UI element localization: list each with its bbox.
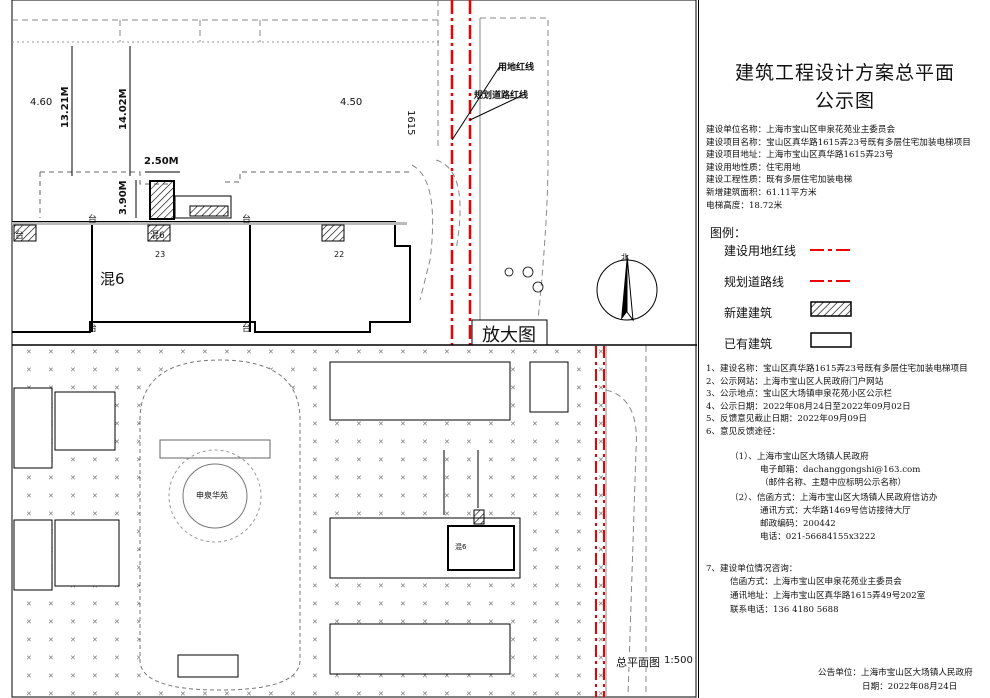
building-23: 23	[155, 250, 166, 259]
panel-title: 建筑工程设计方案总平面	[734, 62, 955, 84]
project-info: 建设单位名称：上海市宝山区申泉花苑业主委员会 建设项目名称：宝山区真华路1615…	[706, 124, 971, 212]
info-line: 电梯高度：18.72米	[706, 200, 783, 211]
tai-label-left: 台	[15, 231, 25, 241]
publish-date: 日期：2022年08月24日	[862, 682, 958, 692]
legend-label-red-line: 建设用地红线	[724, 244, 797, 258]
zoom-view	[12, 0, 697, 346]
elevation-left: 4.60	[30, 97, 53, 108]
panel-subtitle: 公示图	[814, 90, 875, 112]
notice-item: 3、公示地点：宝山区大场镇申泉花苑小区公示栏	[706, 389, 892, 400]
notice-item: 2、公示网站：上海市宝山区人民政府门户网站	[706, 376, 884, 387]
site-plan-svg: ✕	[11, 0, 697, 698]
dimension-3-9m: 3.90M	[118, 180, 129, 215]
dimension-14m: 14.02M	[118, 88, 129, 130]
feedback-line: （邮件名称、主题中应标明公示名称）	[760, 478, 907, 488]
legend-label-existing-building: 已有建筑	[724, 337, 773, 351]
feedback-line: （2）、信函方式：上海市宝山区大场镇人民政府信访办	[730, 493, 938, 503]
info-panel: 建筑工程设计方案总平面 公示图	[698, 0, 990, 698]
elevation-right: 4.50	[340, 97, 363, 108]
consult-line: 联系电话：136 4180 5688	[730, 605, 839, 615]
feedback-line: （1）、上海市宝山区大场镇人民政府	[730, 452, 869, 462]
building-label: 混6	[100, 270, 125, 288]
notice-item: 4、公示日期：2022年08月24日至2022年09月02日	[706, 401, 911, 412]
tai-label-bottom-1: 台	[88, 324, 98, 334]
info-line: 新增建筑面积：61.11平方米	[706, 187, 817, 198]
legend-title: 图例：	[710, 226, 747, 240]
site-plan-drawing: ✕	[11, 0, 697, 698]
info-line: 建设用地性质：住宅用地	[706, 162, 801, 173]
plant-icons	[504, 266, 544, 293]
north-arrow-icon	[596, 254, 658, 322]
scale-label: 1:500	[664, 655, 693, 666]
legend-label-road-line: 规划道路线	[724, 275, 785, 289]
legend-label-new-building: 新建建筑	[724, 306, 773, 320]
feedback-line: 通讯方式：大华路1469号信访接待大厅	[760, 506, 911, 516]
dimension-2-5m: 2.50M	[144, 156, 179, 167]
legend-red-line-swatch	[810, 249, 852, 251]
notice-list: 1、建设名称：宝山区真华路1615弄23号既有多层住宅加装电梯项目 2、公示网站…	[706, 363, 968, 439]
building-22: 22	[334, 250, 345, 259]
legend-new-building-swatch	[810, 301, 852, 317]
road-line-label: 规划道路红线	[474, 91, 529, 101]
red-line-label: 用地红线	[498, 63, 535, 73]
notice-item: 1、建设名称：宝山区真华路1615弄23号既有多层住宅加装电梯项目	[706, 364, 968, 374]
notice-item: 6、意见反馈途径：	[706, 426, 781, 437]
road-number: 1615	[405, 110, 416, 136]
plan-building-label: 混6	[455, 543, 467, 551]
site-plan-label: 总平面图	[616, 656, 660, 669]
overall-plan	[13, 346, 654, 698]
zoom-view-label: 放大图	[482, 325, 536, 346]
feedback-line: 电话：021-56684155x3222	[760, 532, 876, 542]
info-line: 建设项目地址：上海市宝山区真华路1615弄23号	[706, 150, 894, 161]
tai-label-bottom-2: 台	[242, 324, 252, 334]
dimension-13m: 13.21M	[60, 86, 71, 128]
legend-road-line-swatch	[810, 280, 852, 282]
info-line: 建设工程性质：既有多层住宅加装电梯	[706, 175, 853, 186]
small-box-label: 混6	[150, 231, 165, 241]
garden-label: 申泉华苑	[196, 491, 228, 500]
consult-line: 7、建设单位情况咨询：	[706, 564, 798, 574]
feedback-line: 邮政编码：200442	[760, 519, 836, 529]
info-line: 建设单位名称：上海市宝山区申泉花苑业主委员会	[706, 125, 896, 135]
legend-existing-building-swatch	[810, 332, 852, 348]
notice-item: 5、反馈意见截止日期：2022年09月09日	[706, 414, 867, 425]
consult-line: 信函方式：上海市宝山区申泉花苑业主委员会	[730, 577, 902, 587]
info-line: 建设项目名称：宝山区真华路1615弄23号既有多层住宅加装电梯项目	[706, 137, 971, 148]
tai-label-top-2: 台	[242, 215, 252, 225]
publisher: 公告单位：上海市宝山区大场镇人民政府	[818, 668, 973, 678]
consult-line: 通讯地址：上海市宝山区真华路1615弄49号202室	[730, 591, 926, 601]
feedback-email[interactable]: 电子邮箱：dachanggongshi@163.com	[760, 465, 921, 475]
tai-label-top-1: 台	[88, 215, 98, 225]
north-label: 北	[621, 253, 629, 262]
